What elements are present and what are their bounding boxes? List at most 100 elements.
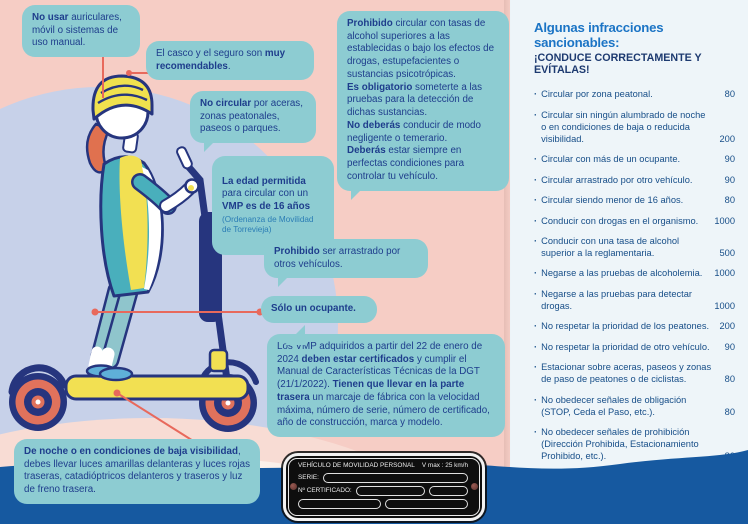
fine-row: ·Circular sin ningún alumbrado de noche … xyxy=(534,110,735,146)
fine-amount: 500 xyxy=(719,247,735,258)
rear-light xyxy=(208,348,229,373)
fine-row: ·No obedecer señales de prohibición (Dir… xyxy=(534,427,735,463)
fine-row: ·Circular por zona peatonal.80 xyxy=(534,89,735,101)
fine-amount: 90 xyxy=(724,174,735,185)
discount-note: EL IMPORTE DE LAS SANCIONES SE REDUCIRÁ … xyxy=(555,512,728,524)
rivet-icon xyxy=(290,483,297,490)
fine-row: ·No obedecer señales de obligación (STOP… xyxy=(534,395,735,419)
hand xyxy=(184,178,200,194)
fine-amount: 1000 xyxy=(714,300,735,311)
fine-text: Negarse a las pruebas para detectar drog… xyxy=(541,288,693,311)
fine-text: Conducir con drogas en el organismo. xyxy=(541,215,699,226)
bullet: · xyxy=(534,215,538,226)
fine-row: ·No respetar la prioridad de otro vehícu… xyxy=(534,342,735,354)
fine-amount: 200 xyxy=(719,471,735,482)
plate-extra-field-1 xyxy=(298,499,381,509)
plate-vmax: V max : 25 km/h xyxy=(421,462,468,469)
fine-amount: 200 xyxy=(719,491,735,502)
jacket xyxy=(99,155,164,298)
fine-text: Circular con más de un ocupante. xyxy=(541,154,681,165)
fine-row: ·No respetar la luz roja de un semáforo.… xyxy=(534,492,735,504)
fine-amount: 80 xyxy=(724,406,735,417)
fine-text: No respetar las señales de los agentes. xyxy=(541,471,705,482)
fine-amount: 80 xyxy=(724,195,735,206)
bullet: · xyxy=(534,426,538,437)
bullet: · xyxy=(534,394,538,405)
handlebar-grip xyxy=(176,146,193,170)
page-fold xyxy=(504,0,511,524)
fine-row: ·Conducir con una tasa de alcohol superi… xyxy=(534,236,735,260)
callout-alcohol-drugs: Prohibido circular con tasas de alcohol … xyxy=(337,11,509,200)
bullet: · xyxy=(534,362,538,373)
fine-amount: 90 xyxy=(724,341,735,352)
callout-certification: Los VMP adquiridos a partir del 22 de en… xyxy=(267,324,505,438)
fine-row: ·No respetar las señales de los agentes.… xyxy=(534,471,735,483)
fine-amount: 90 xyxy=(724,154,735,165)
fine-row: ·Conducir con drogas en el organismo. 100… xyxy=(534,216,735,228)
rear-shoe xyxy=(85,364,117,378)
bullet: · xyxy=(534,471,538,482)
plate-extra-field-2 xyxy=(385,499,468,509)
bullet: · xyxy=(534,174,538,185)
bullet: · xyxy=(534,321,538,332)
scooter-deck xyxy=(64,374,250,401)
fine-amount: 1000 xyxy=(714,268,735,279)
fine-row: ·Circular con más de un ocupante. 90 xyxy=(534,154,735,166)
fine-text: Circular arrastrado por otro vehículo. xyxy=(541,174,693,185)
fine-text: Negarse a las pruebas de alcoholemia. xyxy=(541,268,703,279)
bullet: · xyxy=(534,288,538,299)
bullet: · xyxy=(534,195,538,206)
fine-amount: 80 xyxy=(724,374,735,385)
age-ordinance-note: (Ordenanza de Movilidad de Torrevieja) xyxy=(222,214,314,235)
callout-single-occupant: Sólo un ocupante. xyxy=(261,296,377,323)
front-shoe xyxy=(98,366,134,382)
plate-cert-label: Nº CERTIFICADO: xyxy=(298,486,352,494)
fine-row: ·Estacionar sobre aceras, paseos y zonas… xyxy=(534,362,735,386)
bullet: · xyxy=(534,491,538,502)
callout-minimum-age: La edad permitida para circular con un V… xyxy=(212,156,334,256)
sanctions-subtitle: ¡CONDUCE CORRECTAMENTE Y EVÍTALAS! xyxy=(534,52,702,77)
fine-amount: 200 xyxy=(719,321,735,332)
fine-amount: 1000 xyxy=(714,215,735,226)
bullet: · xyxy=(534,341,538,352)
plate-serie-label: SERIE: xyxy=(298,473,319,481)
fine-row: ·Circular arrastrado por otro vehículo. 9… xyxy=(534,175,735,187)
fine-row: ·Circular siendo menor de 16 años. 80 xyxy=(534,195,735,207)
fine-text: Conducir con una tasa de alcohol superio… xyxy=(541,236,680,258)
callout-night-lights: De noche o en condiciones de baja visibi… xyxy=(14,439,260,504)
sanctions-panel: Algunas infracciones sancionables: ¡COND… xyxy=(510,0,748,524)
fine-text: No obedecer señales de prohibición (Dire… xyxy=(541,426,699,461)
fine-amount: 80 xyxy=(724,450,735,461)
bullet: · xyxy=(534,89,538,100)
plate-cert-field-2 xyxy=(428,486,468,496)
rivet-icon xyxy=(471,483,478,490)
callout-no-towing: Prohibido ser arrastrado por otros vehíc… xyxy=(264,239,428,289)
fine-text: No respetar la prioridad de otro vehícul… xyxy=(541,341,710,352)
front-wheel xyxy=(199,374,257,432)
rear-wheel xyxy=(9,373,67,431)
sanctions-title: Algunas infracciones sancionables: xyxy=(534,20,664,51)
age-text: La edad permitida para circular con un V… xyxy=(222,175,311,213)
shirt xyxy=(142,167,162,290)
fine-text: Circular siendo menor de 16 años. xyxy=(541,195,684,206)
fine-text: No respetar la prioridad de los peatones… xyxy=(541,321,710,332)
fine-text: No obedecer señales de obligación (STOP,… xyxy=(541,394,687,417)
fine-amount: 200 xyxy=(719,133,735,144)
callout-no-headphones: No usar auriculares, móvil o sistemas de… xyxy=(22,5,140,58)
plate-title: VEHÍCULO DE MOVILIDAD PERSONAL xyxy=(298,462,415,469)
plate-cert-field xyxy=(355,486,425,496)
ponytail xyxy=(85,122,111,174)
fine-text: No respetar la luz roja de un semáforo. xyxy=(541,491,702,502)
bullet: · xyxy=(534,236,538,247)
callout-helmet-insurance: El casco y el seguro son muy recomendabl… xyxy=(146,41,314,81)
vmp-plate: VEHÍCULO DE MOVILIDAD PERSONAL V max : 2… xyxy=(286,456,482,518)
fine-row: ·No respetar la prioridad de los peatone… xyxy=(534,321,735,333)
fine-amount: 80 xyxy=(724,89,735,100)
bullet: · xyxy=(534,268,538,279)
fine-text: Circular sin ningún alumbrado de noche o… xyxy=(541,109,706,144)
bullet: · xyxy=(534,109,538,120)
bullet: · xyxy=(534,154,538,165)
head xyxy=(94,84,150,140)
fine-text: Estacionar sobre aceras, paseos y zonas … xyxy=(541,362,712,385)
